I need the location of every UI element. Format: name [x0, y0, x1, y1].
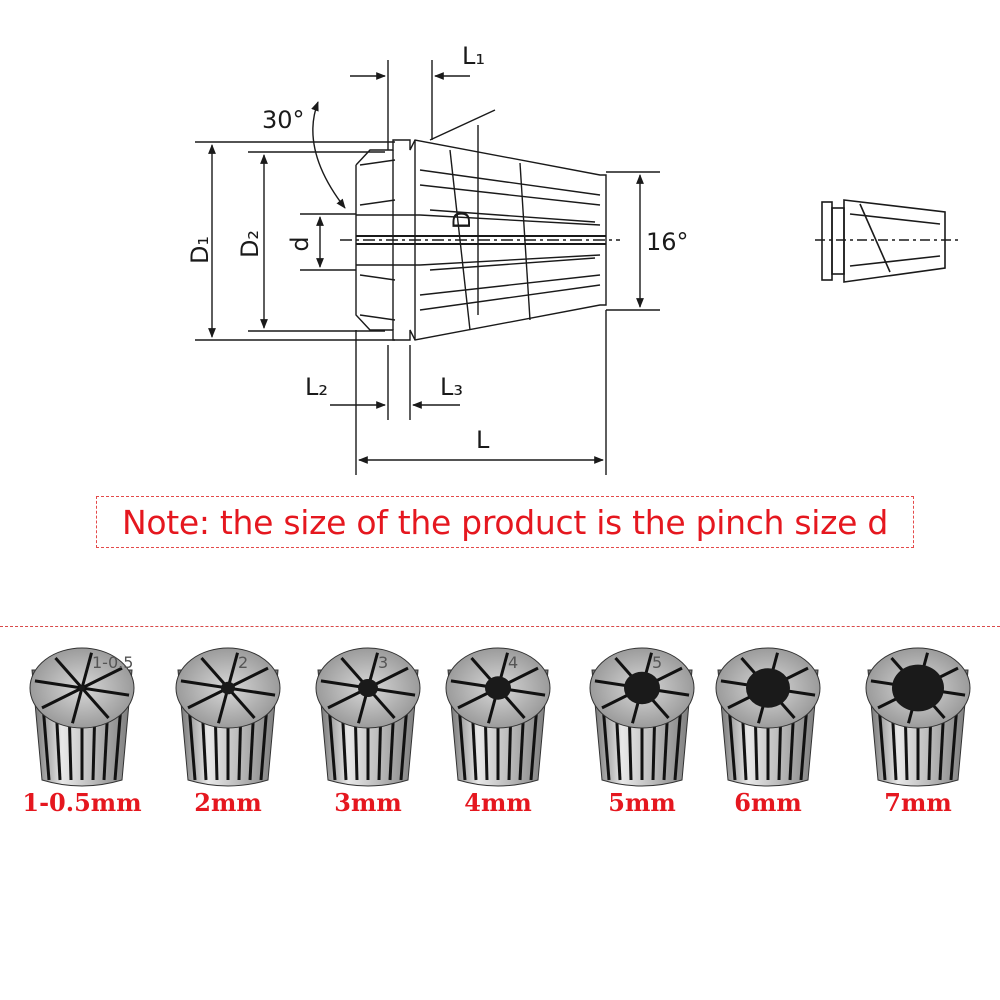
note-text: Note: the size of the product is the pin… — [121, 502, 888, 542]
taper-angle-label: 16° — [646, 228, 689, 256]
collet-label-2: 2mm — [194, 788, 262, 817]
section-divider — [0, 626, 1000, 627]
collet-label-5: 5mm — [608, 788, 676, 817]
dim-D2-label: D₂ — [236, 230, 264, 258]
note-box: Note: the size of the product is the pin… — [96, 496, 914, 548]
dim-L-label: L — [476, 426, 490, 454]
collet-side-view — [340, 109, 620, 341]
dim-d-label: d — [286, 236, 314, 251]
collet-photo-1: 1-0.5 — [29, 647, 135, 787]
dim-L1-label: L₁ — [462, 42, 485, 70]
collet-label-3: 3mm — [334, 788, 402, 817]
collet-photo-2: 2 — [175, 647, 281, 787]
collet-engraving: 3 — [378, 653, 388, 672]
collet-small-side-view — [815, 199, 960, 283]
collet-engraving: 2 — [238, 653, 248, 672]
angle-30-label: 30° — [262, 106, 305, 134]
collet-label-6: 6mm — [734, 788, 802, 817]
collet-label-7: 7mm — [884, 788, 952, 817]
collet-label-4: 4mm — [464, 788, 532, 817]
collet-photo-4: 4 — [445, 647, 551, 787]
collet-photo-3: 3 — [315, 647, 421, 787]
collet-photo-7 — [865, 647, 971, 787]
collet-photo-5: 5 — [589, 647, 695, 787]
collet-engraving: 5 — [652, 653, 662, 672]
collet-dimension-diagram: 30° 16° L₁ L₂ L₃ L D₁ D₂ d D — [186, 42, 960, 475]
collet-engraving: 4 — [508, 653, 518, 672]
dim-D1-label: D₁ — [186, 236, 214, 264]
collet-engraving: 1-0.5 — [92, 653, 133, 672]
dim-L2-label: L₂ — [305, 373, 328, 401]
collet-label-1: 1-0.5mm — [22, 788, 142, 817]
collet-photo-6 — [715, 647, 821, 787]
dim-D-label: D — [448, 211, 476, 229]
dim-L3-label: L₃ — [440, 373, 463, 401]
collet-photo-row: 1-0.5 2 3 4 5 — [29, 647, 971, 787]
